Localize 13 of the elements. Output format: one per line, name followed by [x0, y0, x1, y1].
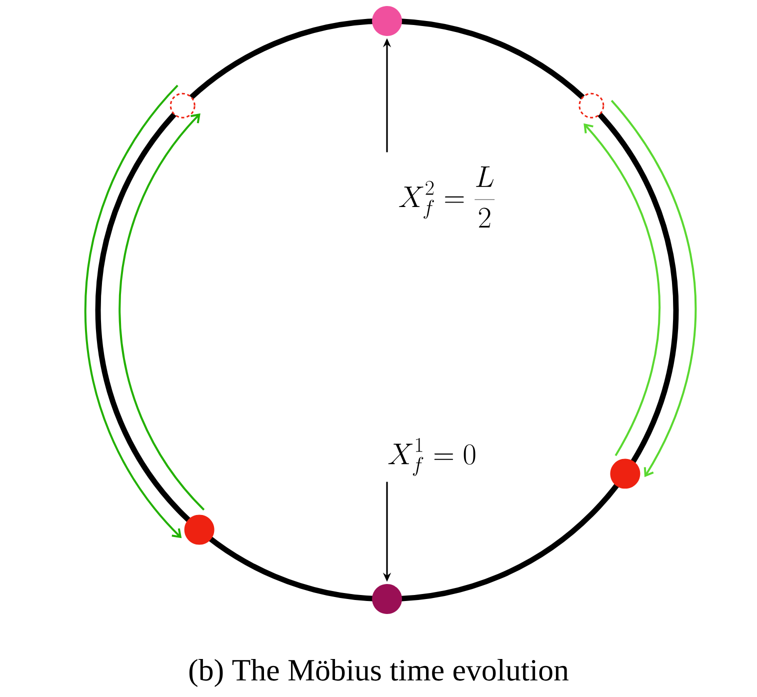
formula-label: $X_f^2 = \frac{L}{2}$: [398, 166, 495, 228]
caption: (b) The Möbius time evolution: [189, 658, 569, 687]
dot-marker: [184, 514, 214, 545]
curved-arrow: [118, 113, 205, 510]
formula-label: $X_f^1 = 0$: [388, 438, 476, 476]
curved-arrow: [610, 100, 697, 478]
dashed-circle-marker: [578, 92, 604, 118]
dot-marker: [372, 584, 402, 614]
dashed-circle-marker: [170, 92, 196, 118]
dot-marker: [610, 458, 640, 489]
curved-arrow: [84, 84, 182, 538]
dot-marker: [372, 6, 402, 36]
curved-arrow: [584, 123, 660, 456]
